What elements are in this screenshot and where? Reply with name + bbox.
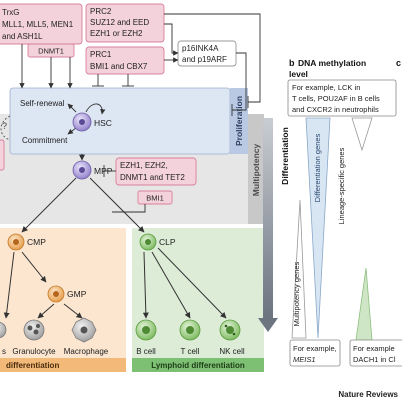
t-cell-label: T cell xyxy=(181,347,200,356)
gmp-label: GMP xyxy=(67,289,87,299)
prc1-box: PRC1 BMI1 and CBX7 xyxy=(85,46,165,75)
multipotency-genes-label: Multipotency genes xyxy=(292,261,301,326)
lymphoid-bar xyxy=(132,358,264,372)
example-bottom-left-line2: MEIS1 xyxy=(293,355,316,364)
trxg-title: TrxG xyxy=(2,8,19,17)
lineage-green-wedge xyxy=(355,267,373,341)
gmp-cell xyxy=(47,285,65,303)
bmi1-box: BMI1 xyxy=(137,190,173,205)
b-cell xyxy=(135,319,157,341)
b-cell-label: B cell xyxy=(136,347,156,356)
panel-c-letter: c xyxy=(396,58,401,68)
left-partial-pink-box xyxy=(0,139,5,171)
regulatory-connectors xyxy=(19,13,261,213)
question-mark: ? xyxy=(2,121,7,131)
example-bottom-left-box: For example, MEIS1 xyxy=(289,339,341,367)
example-top-line1: For example, LCK in xyxy=(292,83,360,92)
myeloid-differentiation-label: differentiation xyxy=(6,361,59,370)
hierarchy-arrows xyxy=(3,154,227,319)
ezh-group-line2: DNMT1 and TET2 xyxy=(120,173,185,182)
mpp-label: MPP xyxy=(94,166,113,176)
example-bottom-right-line2: DACH1 in Cl xyxy=(353,355,396,364)
p16-box: p16INK4A and p19ARF xyxy=(177,40,237,67)
multipotency-genes-wedge xyxy=(291,199,307,339)
bmi1-label: BMI1 xyxy=(146,194,164,203)
lineage-specific-genes-label: Lineage-specific genes xyxy=(337,147,346,224)
hsc-cell xyxy=(72,112,92,132)
differentiation-arrow xyxy=(258,118,278,332)
prc2-line2: EZH1 or EZH2 xyxy=(90,29,143,38)
proliferation-bar xyxy=(230,88,248,154)
panel-b-letter: b xyxy=(289,58,295,68)
macrophage-label: Macrophage xyxy=(64,347,109,356)
commitment-label: Commitment xyxy=(22,136,68,145)
differentiation-genes-label: Differentiation genes xyxy=(313,133,322,202)
macrophage-cell xyxy=(71,317,97,343)
clp-label: CLP xyxy=(159,237,176,247)
proliferation-label: Proliferation xyxy=(234,96,244,146)
ezh-group-box: EZH1, EZH2, DNMT1 and TET2 xyxy=(115,157,197,186)
granulocyte-label: Granulocyte xyxy=(12,347,56,356)
footer-credit: Nature Reviews xyxy=(338,390,398,399)
panel-b-title-line2: level xyxy=(289,69,308,79)
cmp-label: CMP xyxy=(27,237,46,247)
lymphoid-panel xyxy=(132,228,264,368)
self-renewal-label: Self-renewal xyxy=(20,99,65,108)
commitment-arrow xyxy=(67,127,77,135)
t-cell xyxy=(179,319,201,341)
self-renewal-arrow xyxy=(67,103,77,113)
hsc-label: HSC xyxy=(94,118,112,128)
trxg-line1: MLL1, MLL5, MEN1 xyxy=(2,20,74,29)
example-top-line3: and CXCR2 in neutrophils xyxy=(292,105,379,114)
p16-line1: p16INK4A xyxy=(182,44,219,53)
prc2-box: PRC2 SUZ12 and EED EZH1 or EZH2 xyxy=(85,3,165,43)
lymphoid-differentiation-label: Lymphoid differentiation xyxy=(151,361,245,370)
lineage-specific-genes-wedge xyxy=(351,117,373,152)
ezh-group-line1: EZH1, EZH2, xyxy=(120,161,168,170)
nk-cell xyxy=(219,319,241,341)
trxg-box: TrxG MLL1, MLL5, MEN1 and ASH1L xyxy=(0,3,83,45)
p16-line2: and p19ARF xyxy=(182,55,227,64)
example-bottom-right-box: For example DACH1 in Cl xyxy=(349,339,402,367)
prc1-line1: BMI1 and CBX7 xyxy=(90,62,148,71)
cmp-cell xyxy=(7,233,25,251)
partial-left-label: s xyxy=(2,347,6,356)
mpp-cell xyxy=(72,160,92,180)
prc2-line1: SUZ12 and EED xyxy=(90,18,149,27)
multipotency-bar xyxy=(248,114,264,224)
granulocyte-cell xyxy=(23,319,45,341)
example-bottom-left-line1: For example, xyxy=(293,344,337,353)
dnmt1-label: DNMT1 xyxy=(38,47,64,56)
prc2-title: PRC2 xyxy=(90,7,112,16)
hsc-self-renewal-loop xyxy=(85,103,106,115)
clp-cell xyxy=(139,233,157,251)
partial-left-cell xyxy=(0,321,7,339)
example-bottom-right-line1: For example xyxy=(353,344,395,353)
dnmt1-box: DNMT1 xyxy=(27,43,75,58)
myeloid-bar xyxy=(0,358,126,372)
example-top-box: For example, LCK in T cells, POU2AF in B… xyxy=(287,79,397,117)
prc1-title: PRC1 xyxy=(90,50,112,59)
commitment-dashed-arc xyxy=(0,115,11,141)
example-top-line2: T cells, POU2AF in B cells xyxy=(292,94,380,103)
differentiation-label: Differentiation xyxy=(280,127,290,185)
multipotency-label: Multipotency xyxy=(251,144,261,197)
differentiation-genes-wedge xyxy=(305,117,331,339)
panel-b-title-line1: DNA methylation xyxy=(298,58,366,68)
nk-cell-label: NK cell xyxy=(219,347,245,356)
trxg-line2: and ASH1L xyxy=(2,32,43,41)
